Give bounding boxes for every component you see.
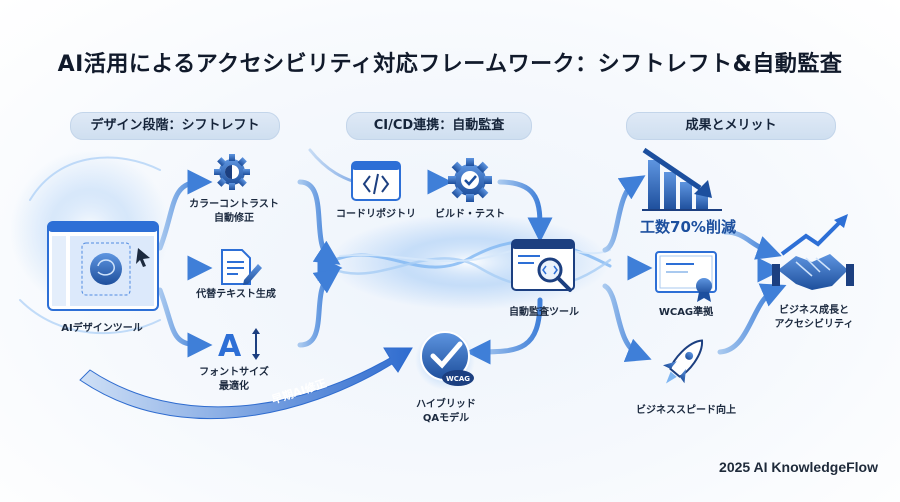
label-business-growth: ビジネス成長と アクセシビリティ [774, 305, 854, 330]
label-color-contrast: カラーコントラスト 自動修正 [189, 199, 279, 224]
certificate-icon [655, 251, 717, 302]
color-contrast-gear-icon [214, 154, 250, 190]
svg-text:A: A [218, 329, 242, 364]
ai-design-tool-icon [47, 221, 159, 311]
label-font-size: フォントサイズ 最適化 [199, 367, 269, 392]
audit-tool-icon [511, 239, 575, 292]
section-results: 成果とメリット [626, 112, 836, 140]
section-cicd: CI/CD連携：自動監査 [346, 112, 532, 140]
label-ai-design-tool: AIデザインツール [61, 323, 143, 334]
document-edit-icon [221, 249, 262, 285]
label-audit-tool: 自動監査ツール [509, 307, 579, 318]
font-size-icon: A [218, 328, 260, 364]
rocket-icon [662, 339, 704, 384]
code-repository-icon [351, 161, 401, 201]
label-code-repository: コードリポジトリ [336, 209, 416, 220]
handshake-growth-icon [772, 214, 854, 290]
results-connectors [597, 175, 787, 362]
label-build-test: ビルド・テスト [435, 209, 505, 220]
label-business-speed: ビジネススピード向上 [636, 405, 736, 416]
section-design-stage: デザイン段階：シフトレフト [70, 112, 280, 140]
declining-chart-icon [642, 147, 722, 211]
label-hybrid-qa: ハイブリッド QAモデル [416, 399, 476, 424]
hybrid-qa-badge-icon: WCAG [415, 330, 475, 390]
label-wcag-compliance: WCAG準拠 [658, 307, 714, 318]
footer-credit: 2025 AI KnowledgeFlow [719, 459, 878, 475]
label-effort-reduction: 工数70%削減 [640, 218, 736, 236]
build-test-gear-icon [448, 158, 492, 202]
svg-text:WCAG: WCAG [446, 375, 470, 383]
label-alt-text: 代替テキスト生成 [196, 289, 276, 300]
early-fix-arrow [79, 347, 413, 420]
design-connectors [157, 169, 343, 358]
page-title: AI活用によるアクセシビリティ対応フレームワーク：シフトレフト&自動監査 [57, 52, 843, 77]
